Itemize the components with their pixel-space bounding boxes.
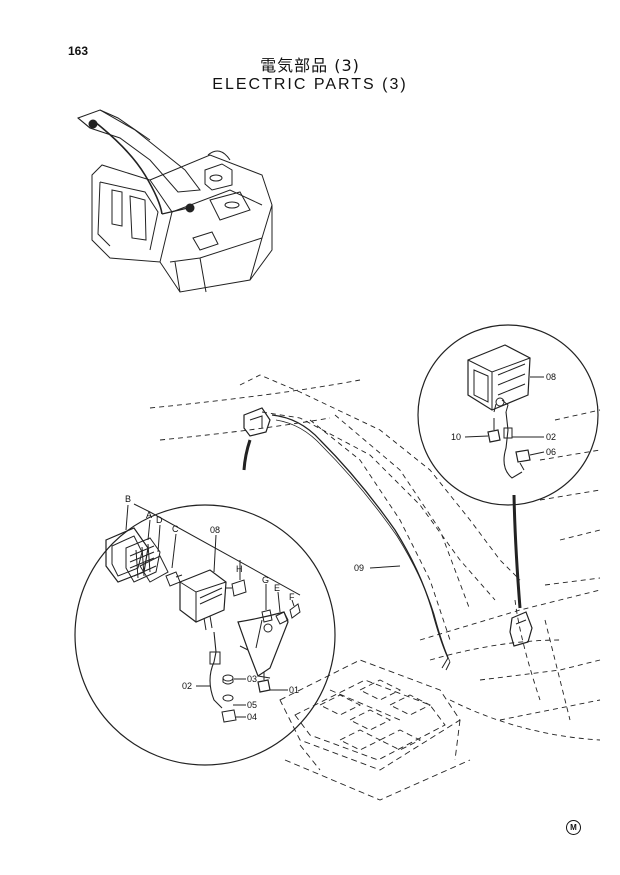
label-harness-09: 09 [354, 563, 364, 573]
label-bolt-01: 01 [289, 685, 299, 695]
label-nut-06: 06 [546, 447, 556, 457]
label-nut-05: 05 [247, 700, 257, 710]
excavator-overview-illustration [77, 109, 273, 293]
inset-leader-arrows [242, 439, 522, 609]
label-part-E: E [274, 583, 280, 593]
label-harness-02-right: 02 [546, 432, 556, 442]
label-lamp-08-left: 08 [210, 525, 220, 535]
page-number: 163 [68, 44, 89, 58]
left-detail-inset [74, 503, 336, 766]
label-part-G: G [262, 575, 269, 585]
label-part-A: A [146, 510, 152, 520]
label-washer-03: 03 [247, 674, 257, 684]
page-title-japanese: 電気部品 (3) [260, 56, 360, 75]
label-nut-04: 04 [247, 712, 257, 722]
label-lamp-08-right: 08 [546, 372, 556, 382]
left-inset-labels: B A D C 08 H G E F 02 03 01 05 04 [125, 494, 299, 722]
right-detail-inset [417, 324, 599, 506]
cab-floor-outline [279, 659, 471, 801]
harness-09-leader [369, 565, 401, 569]
label-part-C: C [172, 524, 179, 534]
page-title-english: ELECTRIC PARTS (3) [212, 76, 408, 93]
manufacturer-mark-badge: M [566, 820, 581, 835]
right-inset-labels: 08 10 02 06 [451, 372, 556, 457]
label-part-H: H [236, 564, 243, 574]
label-part-D: D [156, 515, 163, 525]
label-part-B: B [125, 494, 131, 504]
label-bolt-10: 10 [451, 432, 461, 442]
label-part-F: F [289, 592, 295, 602]
boom-harness [243, 407, 533, 671]
boom-dashed-outline [149, 374, 601, 741]
label-harness-02-left: 02 [182, 681, 192, 691]
